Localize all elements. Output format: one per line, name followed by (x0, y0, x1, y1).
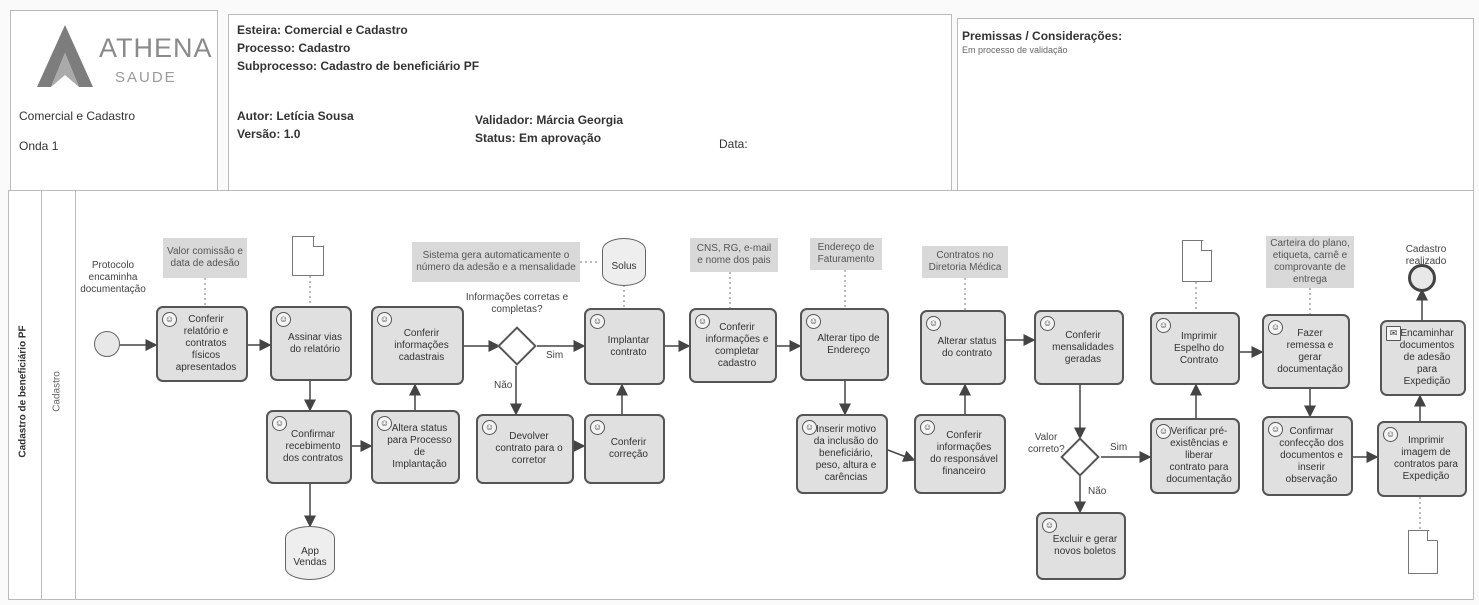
task-implant-contract[interactable]: ☺Implantar contrato (584, 308, 665, 385)
note-cns-rg: CNS, RG, e-mail e nome dos pais (690, 238, 778, 272)
user-icon: ☺ (1040, 316, 1055, 331)
end-event[interactable] (1408, 264, 1436, 292)
end-event-label: Cadastro realizado (1405, 244, 1447, 267)
validador: Validador: Márcia Georgia (475, 113, 624, 127)
user-icon: ☺ (1156, 318, 1171, 333)
document-icon (292, 236, 324, 276)
user-icon: ☺ (590, 314, 605, 329)
user-icon: ☺ (920, 420, 935, 435)
pool-label-cell: Cadastro de beneficiário PF (8, 190, 42, 600)
document-icon (1408, 530, 1438, 574)
lane-label-cell: Cadastro (42, 190, 76, 600)
user-icon: ☺ (590, 420, 605, 435)
premises-panel: Premissas / Considerações: Em processo d… (957, 18, 1474, 192)
gateway-no-label: Não (1088, 486, 1107, 497)
process-info-panel: Esteira: Comercial e Cadastro Processo: … (228, 14, 952, 192)
task-return-contract[interactable]: ☺Devolver contrato para o corretor (476, 414, 574, 484)
athena-logo-icon (37, 25, 93, 87)
user-icon: ☺ (1268, 422, 1283, 437)
user-icon: ☺ (162, 312, 177, 327)
subprocesso: Subprocesso: Cadastro de beneficiário PF (237, 59, 480, 73)
task-regenerate-invoices[interactable]: ☺Excluir e gerar novos boletos (1036, 512, 1126, 580)
note-plan-card: Carteira do plano, etiqueta, carnê e com… (1266, 236, 1354, 288)
task-check-monthly-fees[interactable]: ☺Conferir mensalidades geradas (1034, 310, 1124, 385)
gateway-info-correct-label: Informações corretas e completas? (465, 292, 569, 315)
task-print-contract-images[interactable]: ☺Imprimir imagem de contratos para Exped… (1377, 421, 1467, 497)
note-system-generates: Sistema gera automaticamente o número da… (412, 242, 580, 282)
task-change-contract-status[interactable]: ☺Alterar status do contrato (920, 310, 1006, 385)
status: Status: Em aprovação (475, 131, 602, 145)
task-check-correction[interactable]: ☺Conferir correção (584, 414, 665, 484)
task-verify-preexistence[interactable]: ☺Verificar pré-existências e liberar con… (1150, 418, 1240, 494)
task-confirm-documents[interactable]: ☺Confirmar confecção dos documentos e in… (1262, 416, 1353, 496)
start-event[interactable] (94, 331, 120, 357)
autor: Autor: Letícia Sousa (237, 109, 354, 123)
start-event-label: Protocolo encaminha documentação (80, 260, 146, 295)
premises-text: Em processo de validação (962, 45, 1068, 55)
user-icon: ☺ (926, 316, 941, 331)
note-billing-address: Endereço de Faturamento (810, 238, 882, 270)
user-icon: ☺ (1268, 320, 1283, 335)
user-icon: ☺ (1383, 427, 1398, 442)
logo-name: ATHENA (99, 33, 213, 63)
task-insert-inclusion-reason[interactable]: ☺Inserir motivo da inclusão do beneficiá… (796, 414, 888, 494)
user-icon: ☺ (1156, 424, 1171, 439)
gateway-yes-label: Sim (1110, 442, 1128, 453)
area-name: Comercial e Cadastro (19, 109, 136, 123)
user-icon: ☺ (272, 416, 287, 431)
task-check-financial-responsible[interactable]: ☺Conferir informações do responsável fin… (914, 414, 1006, 494)
database-solus: Solus (602, 238, 646, 286)
gateway-yes-label: Sim (546, 350, 564, 361)
gateway-no-label: Não (494, 380, 513, 391)
document-icon (1182, 240, 1212, 282)
task-complete-registration[interactable]: ☺Conferir informações e completar cadast… (689, 308, 777, 383)
esteira: Esteira: Comercial e Cadastro (237, 23, 408, 37)
data-field: Data: (719, 137, 748, 151)
gateway-value-correct-label: Valor correto? (1028, 432, 1065, 455)
logo-panel: ATHENA SAUDE Comercial e Cadastro Onda 1 (10, 10, 218, 192)
user-icon: ☺ (802, 420, 817, 435)
user-icon: ☺ (806, 314, 821, 329)
envelope-icon: ✉ (1386, 326, 1401, 341)
versao: Versão: 1.0 (237, 127, 301, 141)
task-send-remittance[interactable]: ☺Fazer remessa e gerar documentação (1262, 314, 1350, 389)
task-change-status-implantation[interactable]: ☺Altera status para Processo de Implanta… (371, 410, 460, 484)
user-icon: ☺ (695, 314, 710, 329)
task-forward-to-expedition[interactable]: ✉Encaminhar documentos de adesão para Ex… (1380, 320, 1466, 396)
task-check-report[interactable]: ☺Conferir relatório e contratos físicos … (156, 306, 248, 382)
task-change-address-type[interactable]: ☺Alterar tipo de Endereço (800, 308, 889, 381)
database-app-vendas: App Vendas (285, 526, 335, 580)
note-medical-board: Contratos no Diretoria Médica (922, 246, 1008, 278)
processo: Processo: Cadastro (237, 41, 351, 55)
task-print-contract-mirror[interactable]: ☺Imprimir Espelho do Contrato (1150, 312, 1240, 385)
user-icon: ☺ (1042, 518, 1057, 533)
task-confirm-receipt[interactable]: ☺Confirmar recebimento dos contratos (266, 410, 352, 484)
logo-subtitle: SAUDE (115, 69, 177, 86)
user-icon: ☺ (377, 416, 392, 431)
user-icon: ☺ (276, 312, 291, 327)
note-commission: Valor comissão e data de adesão (163, 238, 247, 278)
task-check-registration[interactable]: ☺Conferir informações cadastrais (371, 306, 464, 385)
premises-title: Premissas / Considerações: (962, 29, 1123, 43)
wave-name: Onda 1 (19, 139, 59, 153)
user-icon: ☺ (377, 312, 392, 327)
task-sign-report[interactable]: ☺Assinar vias do relatório (270, 306, 352, 381)
user-icon: ☺ (482, 420, 497, 435)
